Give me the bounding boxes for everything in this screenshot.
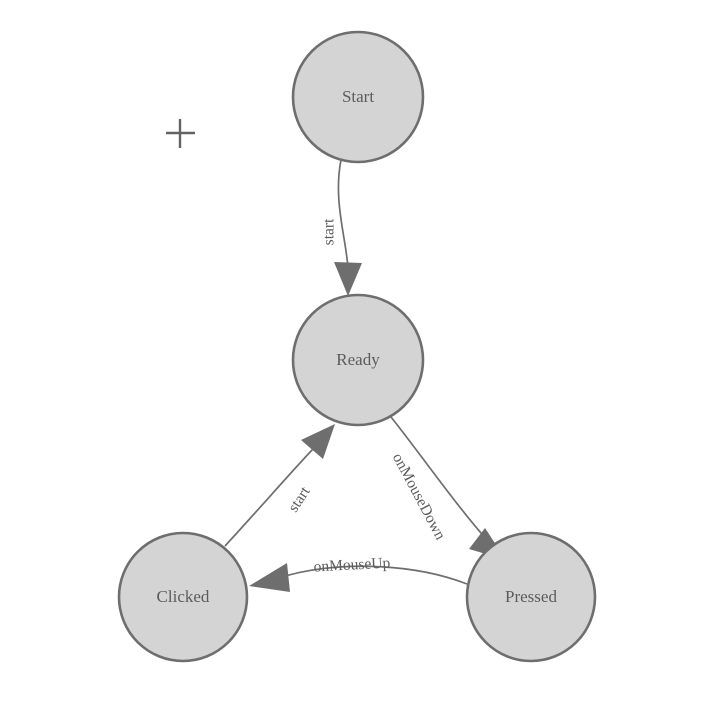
edge-clicked-to-ready[interactable]: start <box>224 424 335 547</box>
edge-label-start-to-ready: start <box>321 218 338 245</box>
node-pressed-label: Pressed <box>505 587 557 606</box>
node-start-circle[interactable] <box>291 30 425 164</box>
edge-pressed-to-clicked[interactable]: onMouseUp <box>249 555 468 592</box>
node-clicked-circle[interactable] <box>117 531 249 663</box>
node-start[interactable]: Start <box>291 30 425 164</box>
node-pressed-circle[interactable] <box>465 531 597 663</box>
node-ready-circle[interactable] <box>291 293 425 427</box>
node-pressed[interactable]: Pressed <box>465 531 597 663</box>
node-clicked[interactable]: Clicked <box>117 531 249 663</box>
node-ready-label: Ready <box>336 350 380 369</box>
arrowhead-ready-top <box>334 262 362 296</box>
node-start-label: Start <box>342 87 374 106</box>
edge-path-ready-to-pressed[interactable] <box>390 416 488 541</box>
edge-label-clicked-to-ready: start <box>285 483 314 515</box>
edge-path-clicked-to-ready[interactable] <box>224 448 314 547</box>
edge-path-pressed-to-clicked[interactable] <box>278 565 468 585</box>
node-ready[interactable]: Ready <box>291 293 425 427</box>
edge-label-pressed-to-clicked: onMouseUp <box>313 555 391 576</box>
arrowhead-ready-bottomleft <box>301 424 335 459</box>
edge-path-start-to-ready[interactable] <box>337 159 349 269</box>
edge-label-ready-to-pressed: onMouseDown <box>389 450 449 543</box>
node-clicked-label: Clicked <box>157 587 210 606</box>
crosshair-icon <box>166 119 195 148</box>
edge-start-to-ready[interactable]: start <box>321 159 362 296</box>
edge-ready-to-pressed[interactable]: onMouseDown <box>389 416 506 560</box>
arrowhead-clicked-right <box>249 563 290 592</box>
